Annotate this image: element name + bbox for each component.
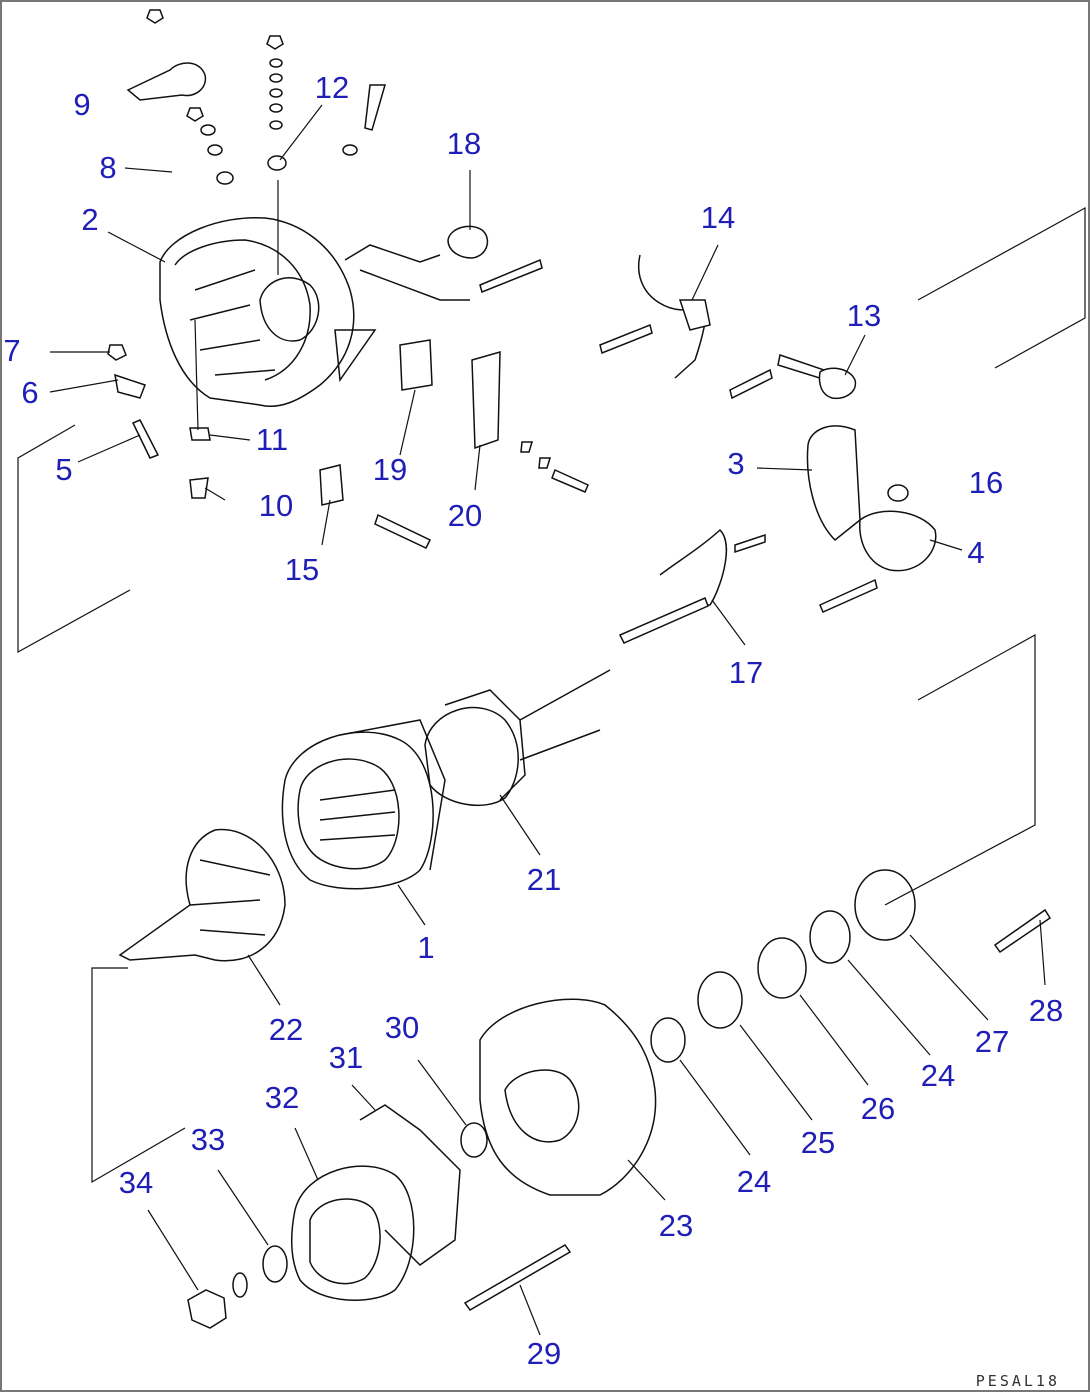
callout-label: 29 bbox=[527, 1336, 561, 1371]
callout-label: 6 bbox=[21, 375, 38, 410]
callout-label: 30 bbox=[385, 1010, 419, 1045]
callout-label: 25 bbox=[801, 1125, 835, 1160]
callout-label: 1 bbox=[417, 930, 434, 965]
callout-label: 5 bbox=[55, 452, 72, 487]
callout-label: 17 bbox=[729, 655, 763, 690]
callout-label: 22 bbox=[269, 1012, 303, 1047]
callout-label: 28 bbox=[1029, 993, 1063, 1028]
callout-label: 24 bbox=[737, 1164, 771, 1199]
regulator-and-brackets bbox=[599, 254, 937, 644]
callout-label: 10 bbox=[259, 488, 293, 523]
callout-label: 12 bbox=[315, 70, 349, 105]
extent-lines bbox=[17, 206, 1086, 1184]
callout-label: 24 bbox=[921, 1058, 955, 1093]
callout-label: 18 bbox=[447, 126, 481, 161]
callout-label: 8 bbox=[99, 150, 116, 185]
callout-label: 19 bbox=[373, 452, 407, 487]
drawing-code: PESAL18 bbox=[976, 1372, 1060, 1390]
callout-label: 34 bbox=[119, 1165, 153, 1200]
leader-lines bbox=[49, 104, 1046, 1336]
callout-label: 4 bbox=[967, 535, 984, 570]
small-hardware-top bbox=[107, 9, 589, 549]
stator-rotor-assembly bbox=[118, 669, 611, 962]
callout-label: 9 bbox=[73, 87, 90, 122]
callout-label: 3 bbox=[727, 446, 744, 481]
callout-numbers: 1 2 3 4 5 6 7 8 9 10 11 12 13 14 15 16 1… bbox=[3, 70, 1063, 1371]
callout-label: 13 bbox=[847, 298, 881, 333]
callout-label: 11 bbox=[256, 422, 288, 457]
callout-label: 20 bbox=[448, 498, 482, 533]
callout-label: 31 bbox=[329, 1040, 363, 1075]
callout-label: 33 bbox=[191, 1122, 225, 1157]
callout-label: 23 bbox=[659, 1208, 693, 1243]
callout-label: 26 bbox=[861, 1091, 895, 1126]
callout-label: 15 bbox=[285, 552, 319, 587]
callout-label: 32 bbox=[265, 1080, 299, 1115]
pulley-fan-group bbox=[187, 1104, 461, 1329]
callout-label: 27 bbox=[975, 1024, 1009, 1059]
callout-label: 7 bbox=[3, 333, 20, 368]
callout-label: 16 bbox=[969, 465, 1003, 500]
callout-label: 2 bbox=[81, 202, 98, 237]
callout-label: 21 bbox=[527, 862, 561, 897]
callout-label: 14 bbox=[701, 200, 735, 235]
